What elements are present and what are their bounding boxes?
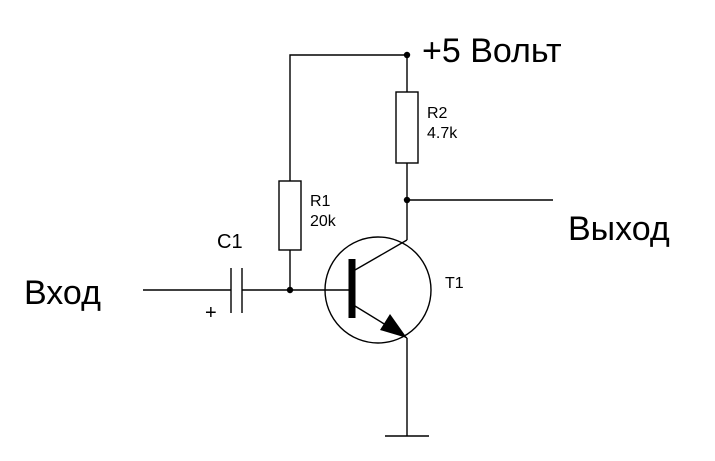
transistor-t1-body (324, 236, 432, 344)
transistor-collector-lead (354, 239, 408, 271)
r1-value-label: 20k (310, 213, 337, 230)
c1-polarity-label: + (205, 302, 217, 324)
r2-ref-label: R2 (427, 105, 448, 122)
r2-value-label: 4.7k (427, 125, 458, 142)
supply-rail-wire (289, 54, 407, 290)
input-label: Вход (24, 274, 101, 312)
resistor-r1 (278, 180, 302, 251)
emitter-arrow-icon (380, 314, 407, 338)
c1-ref-label: C1 (217, 231, 243, 253)
base-junction (286, 286, 294, 294)
r1-ref-label: R1 (310, 193, 331, 210)
t1-ref-label: T1 (445, 275, 464, 292)
supply-voltage-label: +5 Вольт (422, 32, 562, 70)
output-label: Выход (568, 210, 670, 248)
resistor-r2 (395, 91, 419, 164)
